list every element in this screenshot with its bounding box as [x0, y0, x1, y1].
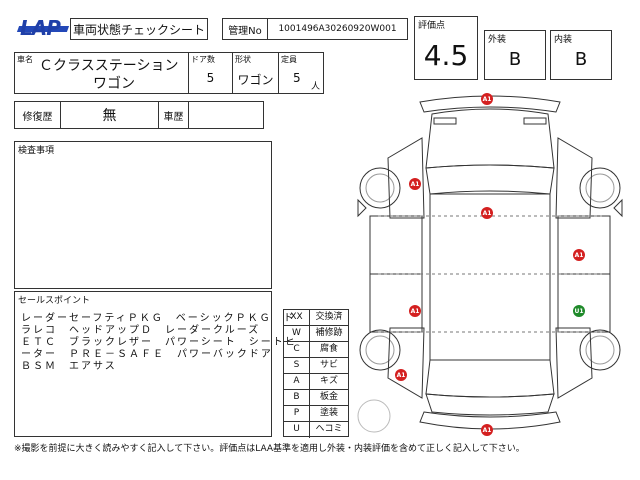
shape-value: ワゴン: [237, 73, 274, 87]
right-front-door: [557, 215, 611, 275]
roof: [429, 193, 551, 361]
doors-value: 5: [206, 71, 215, 85]
shape-label: 形状: [235, 55, 251, 64]
damage-marker: A1: [573, 249, 585, 261]
doors-label: ドア数: [191, 55, 215, 64]
score-label: 評価点: [418, 21, 446, 31]
front-bumper: [419, 95, 561, 113]
tailgate: [425, 393, 555, 416]
left-rear-door: [369, 273, 423, 333]
footnote: ※撮影を前提に大きく読みやすく記入して下さい。評価点はLAA基準を適用し外装・内…: [14, 444, 525, 454]
car-info-row: 車名 Ｃクラスステーション ワゴン ドア数 5 形状 ワゴン 定員 5 人: [14, 52, 324, 94]
exterior-value: B: [508, 49, 522, 70]
sales-line: ーター ＰＲＥ－ＳＡＦＥ パワーバックドア: [21, 349, 273, 360]
sheet-title: 車両状態チェックシート: [70, 18, 208, 40]
damage-marker: A1: [409, 305, 421, 317]
damage-marker: A1: [481, 93, 493, 105]
sales-line: ラレコ ヘッドアップＤ レーダークルーズ: [21, 325, 261, 336]
sales-points-box: セールスポイント レーダーセーフティＰＫＧ ベーシックＰＫＧ ド ラレコ ヘッド…: [14, 291, 295, 437]
right-rear-fender: [555, 327, 593, 399]
score-value: 4.5: [423, 39, 469, 72]
interior-box: 内装 B: [550, 30, 612, 80]
repair-row: 修復歴 無 車歴: [14, 101, 264, 129]
rear-right-wheel: [579, 329, 621, 371]
inspection-label: 検査事項: [18, 146, 55, 156]
lap-logo: LAP: [16, 16, 70, 40]
car-name-line1: Ｃクラスステーション: [39, 58, 179, 74]
sales-line: ＢＳＭ エアサス: [21, 361, 117, 372]
right-front-fender: [555, 137, 593, 219]
left-front-door: [369, 215, 423, 275]
sales-line: ＥＴＣ ブラックレザー パワーシート シートヒ: [21, 337, 297, 348]
car-diagram: [357, 95, 623, 430]
windshield: [425, 164, 555, 195]
exterior-label: 外装: [488, 35, 507, 45]
car-name-label: 車名: [17, 55, 33, 64]
sales-line: レーダーセーフティＰＫＧ ベーシックＰＫＧ ド: [21, 313, 296, 324]
inspection-box: 検査事項: [14, 141, 272, 289]
vehicle-history-label: 車歴: [163, 111, 184, 123]
repair-history-label: 修復歴: [22, 111, 53, 123]
damage-marker: A1: [481, 424, 493, 436]
front-right-wheel: [579, 167, 621, 209]
capacity-unit: 人: [311, 82, 321, 92]
exterior-box: 外装 B: [484, 30, 546, 80]
spare-tire: [357, 399, 391, 433]
mgmt-no-label: 管理No: [222, 18, 268, 40]
interior-label: 内装: [554, 35, 573, 45]
repair-history-value: 無: [102, 108, 117, 124]
rear-window: [425, 359, 555, 398]
sheet-title-text: 車両状態チェックシート: [72, 22, 205, 37]
sales-points-label: セールスポイント: [18, 296, 91, 306]
car-name-line2: ワゴン: [93, 76, 135, 92]
left-rear-fender: [387, 327, 425, 399]
front-left-wheel: [359, 167, 401, 209]
damage-marker: A1: [395, 369, 407, 381]
right-rear-door: [557, 273, 611, 333]
capacity-label: 定員: [281, 55, 297, 64]
damage-marker: A1: [409, 178, 421, 190]
damage-marker: A1: [481, 207, 493, 219]
interior-value: B: [574, 49, 588, 70]
capacity-value: 5: [293, 71, 301, 85]
mgmt-no-value: 1001496A30260920W001: [267, 18, 408, 40]
rear-left-wheel: [359, 329, 401, 371]
score-box: 評価点 4.5: [414, 16, 478, 80]
left-front-fender: [387, 137, 425, 219]
rear-bumper: [419, 411, 561, 430]
damage-marker: U1: [573, 305, 585, 317]
